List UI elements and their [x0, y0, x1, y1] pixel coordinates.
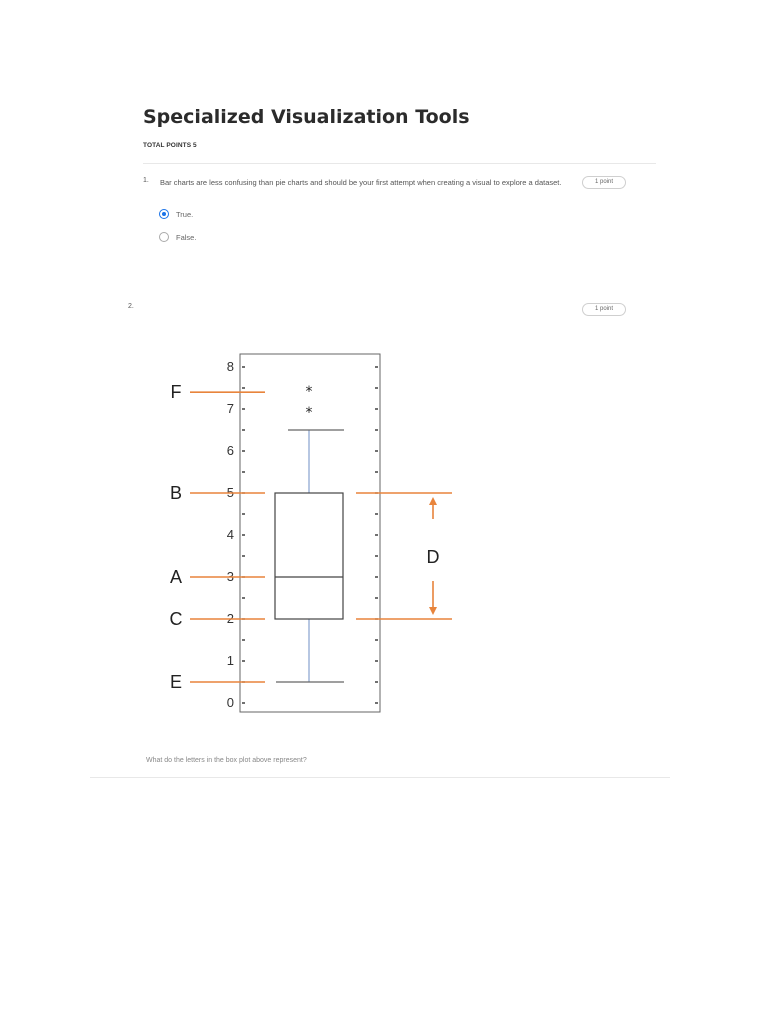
y-tick-label: 1	[227, 653, 234, 668]
plot-frame	[239, 353, 381, 713]
y-tick-label: 8	[227, 359, 234, 374]
outlier-marker: *	[306, 384, 313, 400]
annotation-letter: C	[170, 609, 183, 629]
annotation-letter: A	[170, 567, 182, 587]
option-label: False.	[176, 232, 197, 242]
y-tick-label: 7	[227, 401, 234, 416]
points-badge: 1 point	[582, 176, 626, 189]
radio-button-selected[interactable]	[159, 209, 169, 219]
y-tick-label: 4	[227, 527, 234, 542]
range-letter: D	[427, 547, 440, 567]
annotation-letter: F	[171, 382, 182, 402]
bottom-divider	[90, 777, 670, 778]
question-number: 1.	[143, 177, 149, 184]
question-number: 2.	[128, 303, 134, 310]
points-badge: 1 point	[582, 303, 626, 316]
page-title: Specialized Visualization Tools	[143, 106, 470, 128]
range-arrow-down-head	[429, 607, 437, 615]
option-false[interactable]: False.	[159, 231, 196, 243]
question-text: What do the letters in the box plot abov…	[146, 757, 307, 764]
annotation-letter: E	[170, 672, 182, 692]
question-text: Bar charts are less confusing than pie c…	[160, 178, 562, 187]
total-points: TOTAL POINTS 5	[143, 142, 197, 149]
annotation-letter: B	[170, 483, 182, 503]
y-tick-label: 0	[227, 695, 234, 710]
radio-button[interactable]	[159, 232, 169, 242]
range-arrow-up-head	[429, 497, 437, 505]
option-true[interactable]: True.	[159, 208, 193, 220]
outlier-marker: *	[306, 405, 313, 421]
option-label: True.	[176, 209, 194, 219]
iqr-box	[274, 492, 344, 620]
y-tick-label: 6	[227, 443, 234, 458]
header-divider	[143, 163, 656, 164]
